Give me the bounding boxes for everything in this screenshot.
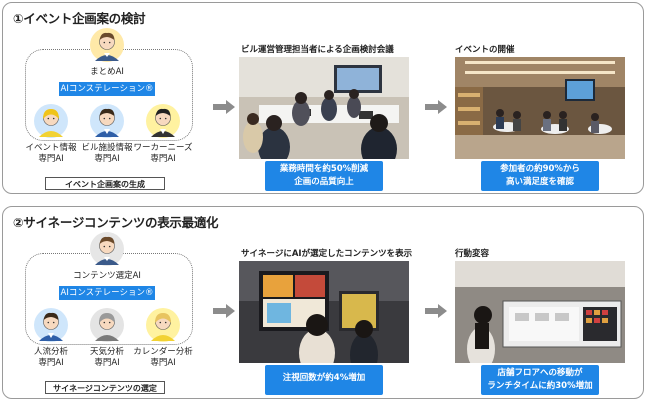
step1-result-badge: 業務時間を約50%削減企画の品質向上 xyxy=(265,161,383,191)
coordinator-label: コンテンツ選定AI xyxy=(73,271,141,281)
orchestration-badge: AIコンステレーション® xyxy=(59,82,155,96)
specialist-avatar-icon xyxy=(89,307,125,343)
panel-event-planning: ①イベント企画案の検討 まとめAI AIコンステレーション® イベント情報専門A… xyxy=(2,2,644,194)
ai-constellation-diagram: まとめAI AIコンステレーション® イベント情報専門AI ビル施設情報専門AI… xyxy=(11,27,211,191)
panel-signage-optimization: ②サイネージコンテンツの表示最適化 コンテンツ選定AI AIコンステレーション®… xyxy=(2,206,644,399)
specialist-label: 人流分析専門AI xyxy=(33,347,69,368)
arrow-right-icon xyxy=(425,100,447,114)
step2-result-badge: 店舗フロアへの移動がランチタイムに約30%増加 xyxy=(481,365,599,395)
arrow-right-icon xyxy=(213,100,235,114)
arrow-right-icon xyxy=(213,304,235,318)
signage-photo xyxy=(239,261,409,363)
specialist-avatar-icon xyxy=(145,103,181,139)
coordinator-label: まとめAI xyxy=(90,67,124,77)
specialist-label: イベント情報専門AI xyxy=(25,143,77,164)
specialist-avatar-icon xyxy=(145,307,181,343)
arrow-right-icon xyxy=(425,304,447,318)
event-photo xyxy=(455,57,625,159)
panel-title: ②サイネージコンテンツの表示最適化 xyxy=(13,215,219,230)
specialist-avatar-icon xyxy=(89,103,125,139)
step2-title: 行動変容 xyxy=(455,249,490,259)
ai-constellation-diagram: コンテンツ選定AI AIコンステレーション® 人流分析専門AI 天気分析専門AI… xyxy=(11,231,211,395)
coordinator-avatar-icon xyxy=(89,231,125,267)
specialist-label: ビル施設情報専門AI xyxy=(81,143,133,164)
specialist-label: カレンダー分析専門AI xyxy=(133,347,193,368)
specialist-label: 天気分析専門AI xyxy=(89,347,125,368)
floor-guide-photo xyxy=(455,261,625,363)
panel-title: ①イベント企画案の検討 xyxy=(13,11,146,26)
coordinator-avatar-icon xyxy=(89,27,125,63)
step2-result-badge: 参加者の約90%から高い満足度を確認 xyxy=(481,161,599,191)
step2-title: イベントの開催 xyxy=(455,45,515,55)
orchestration-badge: AIコンステレーション® xyxy=(59,286,155,300)
specialist-avatar-icon xyxy=(33,307,69,343)
specialist-label: ワーカーニーズ専門AI xyxy=(133,143,193,164)
output-label: イベント企画案の生成 xyxy=(45,177,165,190)
meeting-photo xyxy=(239,57,409,159)
output-label: サイネージコンテンツの選定 xyxy=(45,381,165,394)
specialist-avatar-icon xyxy=(33,103,69,139)
step1-title: ビル運営管理担当者による企画検討会議 xyxy=(241,45,394,55)
step1-title: サイネージにAIが選定したコンテンツを表示 xyxy=(241,249,413,259)
step1-result-badge: 注視回数が約4%増加 xyxy=(265,365,383,395)
